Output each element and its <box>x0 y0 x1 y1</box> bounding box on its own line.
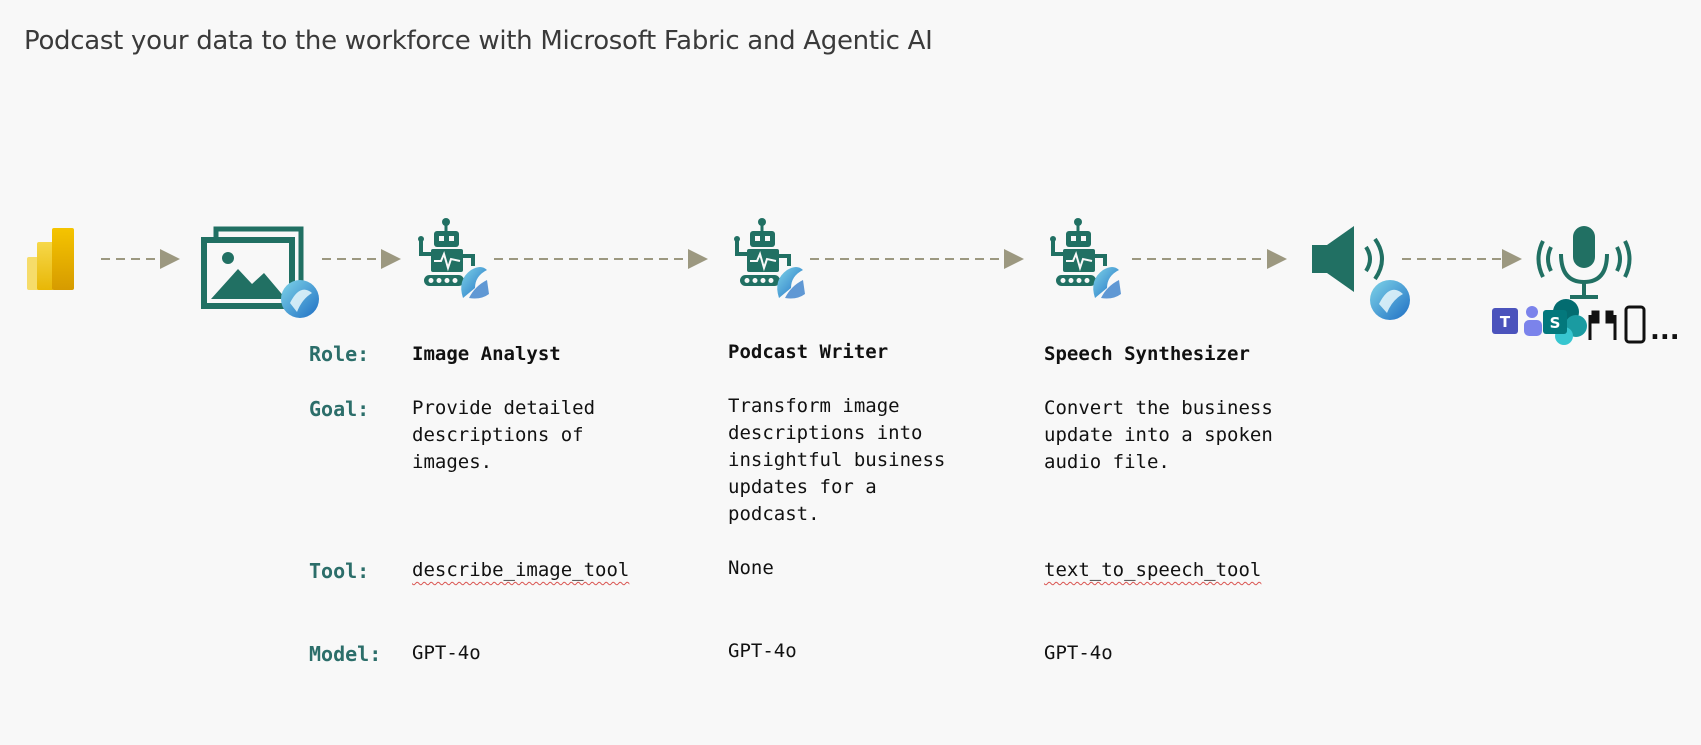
more-destinations-ellipsis: ... <box>1650 316 1680 346</box>
agent-1-model: GPT-4o <box>412 642 481 664</box>
agent-1-tool: describe_image_tool <box>412 559 630 581</box>
agent-3-tool: text_to_speech_tool <box>1044 559 1262 581</box>
role-label: Role: <box>309 342 370 366</box>
agent-1-goal: Provide detailed descriptions of images. <box>412 397 596 473</box>
svg-text:S: S <box>1550 314 1561 332</box>
robot-agent-icon <box>1050 218 1121 299</box>
phone-icon <box>1624 305 1646 344</box>
page-title: Podcast your data to the workforce with … <box>24 26 933 56</box>
robot-agent-icon <box>418 218 489 299</box>
agent-2-role: Podcast Writer <box>728 341 889 363</box>
earbuds-icon <box>1588 310 1617 340</box>
teams-icon: T <box>1492 306 1542 336</box>
agent-3-model: GPT-4o <box>1044 642 1113 664</box>
power-bi-icon <box>27 228 74 290</box>
image-gallery-icon <box>201 226 319 318</box>
fabric-badge-icon <box>777 267 803 298</box>
fabric-badge-icon <box>1093 267 1119 298</box>
agent-2-model: GPT-4o <box>728 640 797 662</box>
tool-label: Tool: <box>309 559 370 583</box>
fabric-badge-icon <box>461 267 487 298</box>
agent-3-role: Speech Synthesizer <box>1044 343 1250 365</box>
robot-agent-icon <box>734 218 805 299</box>
goal-label: Goal: <box>309 397 370 421</box>
agent-1-role: Image Analyst <box>412 343 561 365</box>
sharepoint-icon: S <box>1543 299 1587 345</box>
svg-text:T: T <box>1500 313 1511 331</box>
model-label: Model: <box>309 642 382 666</box>
agent-3-goal: Convert the business update into a spoke… <box>1044 397 1273 473</box>
microphone-icon <box>1536 226 1632 299</box>
agent-2-tool: None <box>728 557 774 579</box>
agent-2-goal: Transform image descriptions into insigh… <box>728 395 946 525</box>
speaker-icon <box>1312 226 1410 320</box>
